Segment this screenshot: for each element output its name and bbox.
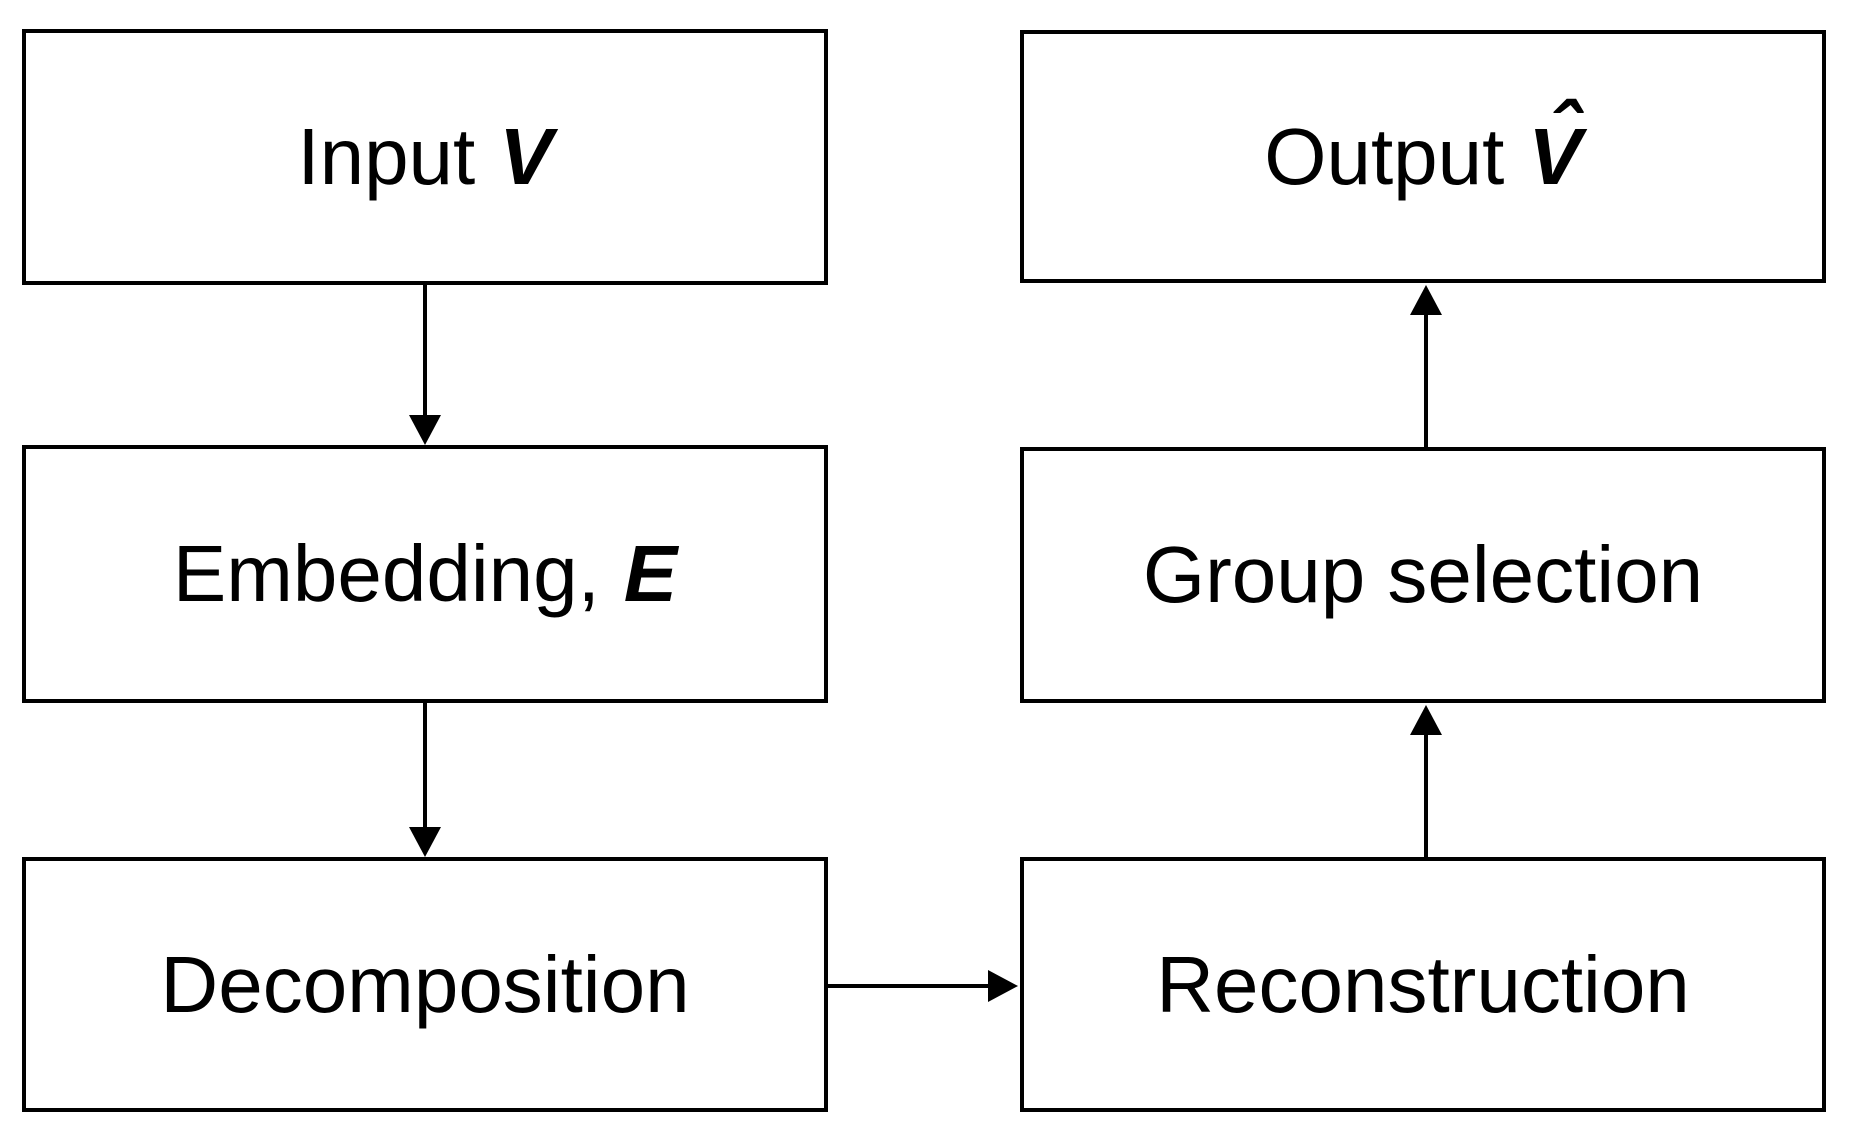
arrow-shaft xyxy=(1424,313,1428,449)
decomposition-box-label: Decomposition xyxy=(160,939,690,1029)
arrowhead-up-icon xyxy=(1410,705,1442,735)
group-selection-box-label: Group selection xyxy=(1142,530,1704,619)
output-box-label: Output xyxy=(1264,111,1505,201)
input-box: Input V xyxy=(22,29,828,285)
arrow-shaft xyxy=(826,984,992,988)
hat-accent-icon: ˆ xyxy=(1550,86,1579,181)
embedding-box-label: Embedding, xyxy=(172,529,600,618)
reconstruction-box-label: Reconstruction xyxy=(1156,939,1690,1029)
arrowhead-right-icon xyxy=(988,970,1018,1002)
arrowhead-up-icon xyxy=(1410,285,1442,315)
arrowhead-down-icon xyxy=(409,827,441,857)
output-symbol-letter: V xyxy=(1528,111,1582,201)
embedding-symbol: E xyxy=(624,534,677,614)
reconstruction-box: Reconstruction xyxy=(1020,857,1826,1112)
arrow-shaft xyxy=(423,701,427,829)
embedding-box: Embedding, E xyxy=(22,445,828,703)
arrowhead-down-icon xyxy=(409,415,441,445)
decomposition-box: Decomposition xyxy=(22,857,828,1112)
input-symbol-letter: V xyxy=(499,112,553,201)
input-symbol: V xyxy=(499,117,552,197)
input-box-label: Input xyxy=(297,112,476,201)
embedding-symbol-letter: E xyxy=(623,529,678,618)
arrow-shaft xyxy=(423,283,427,417)
arrow-shaft xyxy=(1424,733,1428,859)
group-selection-box: Group selection xyxy=(1020,447,1826,703)
